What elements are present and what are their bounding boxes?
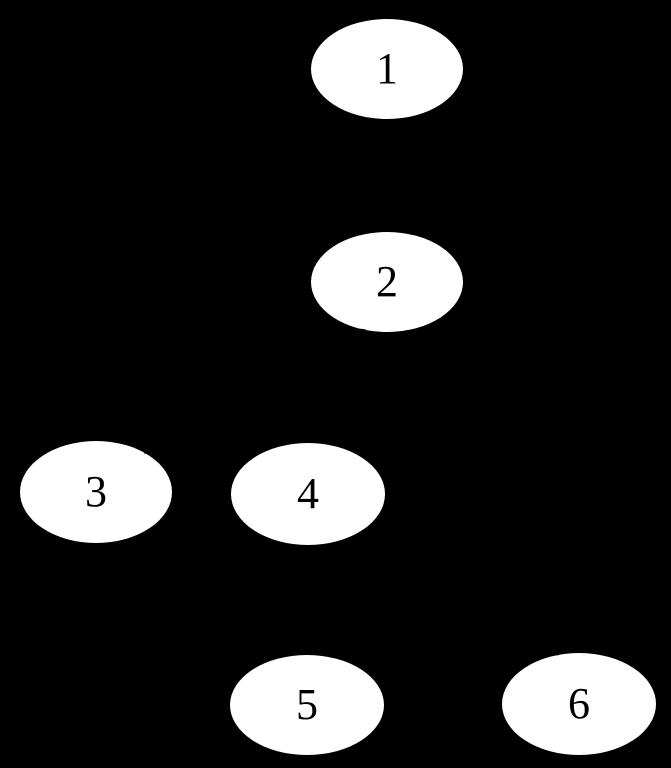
graph-node-4: 4 xyxy=(231,443,385,545)
graph-node-2: 2 xyxy=(311,232,463,332)
edge-stub xyxy=(404,329,412,333)
graph-node-6: 6 xyxy=(502,653,656,755)
node-label: 1 xyxy=(376,44,398,93)
node-label: 2 xyxy=(376,257,398,306)
edge-stub xyxy=(359,328,367,332)
node-label: 4 xyxy=(297,469,319,518)
graph-node-5: 5 xyxy=(230,655,384,755)
graph-node-1: 1 xyxy=(311,19,463,119)
graph-node-3: 3 xyxy=(20,441,172,543)
node-label: 5 xyxy=(296,680,318,729)
node-label: 3 xyxy=(85,467,107,516)
node-label: 6 xyxy=(568,679,590,728)
